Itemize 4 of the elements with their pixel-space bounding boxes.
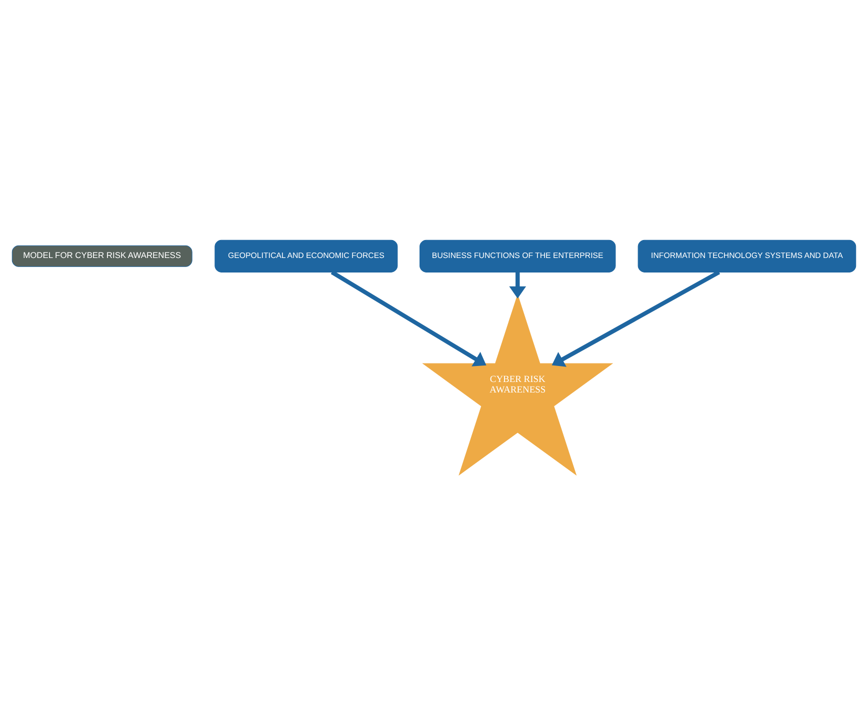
arrow	[551, 270, 720, 367]
arrow	[508, 272, 526, 298]
arrow	[330, 270, 486, 366]
node-box: MODEL FOR CYBER RISK AWARENESS	[11, 245, 192, 267]
